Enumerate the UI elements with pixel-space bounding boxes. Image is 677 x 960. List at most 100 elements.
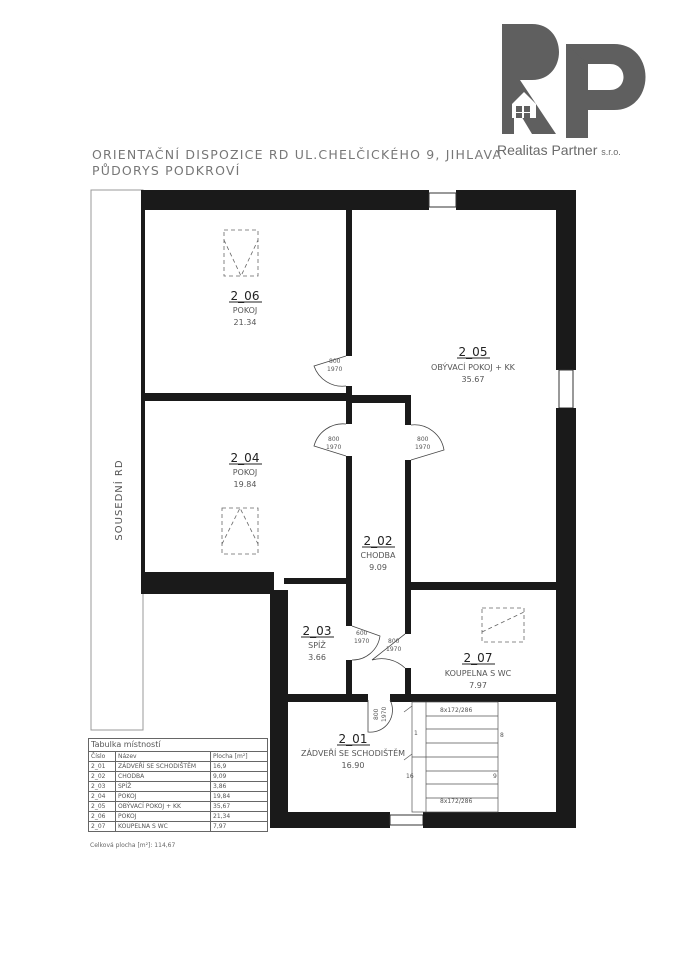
- room-label-2-05: 2_05 OBÝVACÍ POKOJ + KK 35.67: [431, 345, 516, 384]
- room-number: 2_02: [364, 534, 393, 548]
- room-area: 19.84: [234, 480, 257, 489]
- door-2-07: [371, 633, 406, 669]
- table-cell: 2_07: [88, 821, 116, 832]
- plan-subtitle: PŮDORYS PODKROVÍ: [92, 163, 241, 178]
- realitas-partner-logo: [502, 24, 646, 138]
- room-name: POKOJ: [233, 306, 258, 315]
- stair-labels: 8x172/286 8x172/286 1 8 9 16: [406, 707, 504, 805]
- room-name: OBÝVACÍ POKOJ + KK: [431, 361, 516, 372]
- table-cell: POKOJ: [115, 791, 211, 802]
- wall-right-upper: [556, 190, 576, 370]
- wall-top-left: [141, 190, 429, 210]
- stair-bottom-label: 8x172/286: [440, 798, 472, 805]
- table-cell: 9,09: [210, 771, 268, 782]
- table-row: 2_01 ZÁDVEŘÍ SE SCHODIŠTĚM 16,9: [88, 761, 268, 772]
- wall-corridor-left-lower: [346, 456, 352, 626]
- table-row: 2_06 POKOJ 21,34: [88, 811, 268, 822]
- table-row: 2_04 POKOJ 19,84: [88, 791, 268, 802]
- table-cell: 2_04: [88, 791, 116, 802]
- stair-number: 1: [414, 730, 418, 737]
- room-number: 2_01: [339, 732, 368, 746]
- table-row: 2_05 OBÝVACÍ POKOJ + KK 35,67: [88, 801, 268, 812]
- door-symbols: [313, 355, 445, 733]
- table-cell: 19,84: [210, 791, 268, 802]
- wall-bath-bottom: [405, 694, 558, 702]
- brand-name-text: Realitas Partner: [497, 142, 598, 158]
- wall-bottom-right: [423, 812, 576, 828]
- room-number: 2_06: [231, 289, 260, 303]
- table-cell: KOUPELNA S WC: [115, 821, 211, 832]
- door-width: 800: [328, 436, 340, 443]
- table-caption: Tabulka místností: [88, 738, 268, 752]
- table-cell: 2_01: [88, 761, 116, 772]
- door-2-05: [410, 424, 445, 461]
- table-cell: ZÁDVEŘÍ SE SCHODIŠTĚM: [115, 761, 211, 772]
- wall-corridor-top: [346, 395, 410, 403]
- room-area: 9.09: [369, 563, 387, 572]
- wall-right-lower: [556, 408, 576, 828]
- door-height: 1970: [354, 638, 369, 645]
- table-cell: 2_05: [88, 801, 116, 812]
- wall-step-horizontal: [141, 572, 274, 594]
- room-area: 16.90: [342, 761, 365, 770]
- room-label-2-04: 2_04 POKOJ 19.84: [229, 451, 262, 489]
- room-number: 2_07: [464, 651, 493, 665]
- stair-number: 16: [406, 773, 414, 780]
- wall-2-06-2-04: [141, 393, 349, 401]
- wall-top-right: [456, 190, 576, 210]
- total-area: Celková plocha [m²]: 114,67: [90, 842, 176, 849]
- table-header: Název: [115, 751, 211, 762]
- wall-corridor-right-upper: [405, 395, 411, 425]
- table-cell: 35,67: [210, 801, 268, 812]
- room-area: 21.34: [234, 318, 257, 327]
- roof-window: [428, 192, 457, 208]
- table-header: Číslo: [88, 751, 116, 762]
- room-number: 2_03: [303, 624, 332, 638]
- stair-number: 8: [500, 732, 504, 739]
- wall-bath-left-lower: [405, 668, 411, 700]
- skylight-icon: [481, 607, 525, 643]
- door-width: 800: [373, 708, 380, 720]
- wall-corridor-right-lower: [405, 460, 411, 586]
- room-name: KOUPELNA S WC: [445, 669, 512, 678]
- room-label-2-01: 2_01 ZÁDVEŘÍ SE SCHODIŠTĚM 16.90: [301, 732, 405, 770]
- wall-corridor-left-bottom: [346, 660, 352, 700]
- room-label-2-06: 2_06 POKOJ 21.34: [229, 289, 262, 327]
- room-name: ZÁDVEŘÍ SE SCHODIŠTĚM: [301, 747, 405, 758]
- wall-corridor-left-upper: [346, 386, 352, 424]
- walls: [141, 190, 576, 828]
- stair-top-label: 8x172/286: [440, 707, 472, 714]
- brand-name: Realitas Partner s.r.o.: [497, 142, 621, 158]
- room-name: POKOJ: [233, 468, 258, 477]
- table-row: 2_07 KOUPELNA S WC 7,97: [88, 821, 268, 832]
- door-2-01: [367, 699, 393, 733]
- door-width: 600: [356, 630, 368, 637]
- room-number: 2_05: [459, 345, 488, 359]
- wall-pantry-bottom: [284, 694, 368, 702]
- door-height: 1970: [386, 646, 401, 653]
- stair-number: 9: [493, 773, 497, 780]
- wall-bottom-left: [270, 812, 390, 828]
- room-area: 3.66: [308, 653, 326, 662]
- wall-2-05-bottom: [405, 582, 558, 590]
- table-cell: 2_02: [88, 771, 116, 782]
- door-2-04: [313, 423, 347, 457]
- room-area: 35.67: [462, 375, 485, 384]
- table-caption-row: Tabulka místností: [88, 738, 268, 752]
- wall-step-vertical: [270, 590, 288, 828]
- skylight-icon: [221, 507, 259, 555]
- room-table: Tabulka místností Číslo Název Plocha [m²…: [88, 738, 268, 832]
- logo-p-shape: [566, 44, 646, 138]
- wall-left: [141, 190, 145, 575]
- brand-suffix: s.r.o.: [601, 147, 621, 157]
- room-number: 2_04: [231, 451, 260, 465]
- skylight-icon: [223, 229, 259, 277]
- wall-pantry-bottom-right: [390, 694, 410, 702]
- table-cell: 7,97: [210, 821, 268, 832]
- wall-2-06-2-05: [346, 208, 352, 356]
- table-cell: 3,86: [210, 781, 268, 792]
- table-cell: 21,34: [210, 811, 268, 822]
- table-header: Plocha [m²]: [210, 751, 268, 762]
- house-icon: [512, 92, 536, 118]
- wall-bath-left: [405, 586, 411, 634]
